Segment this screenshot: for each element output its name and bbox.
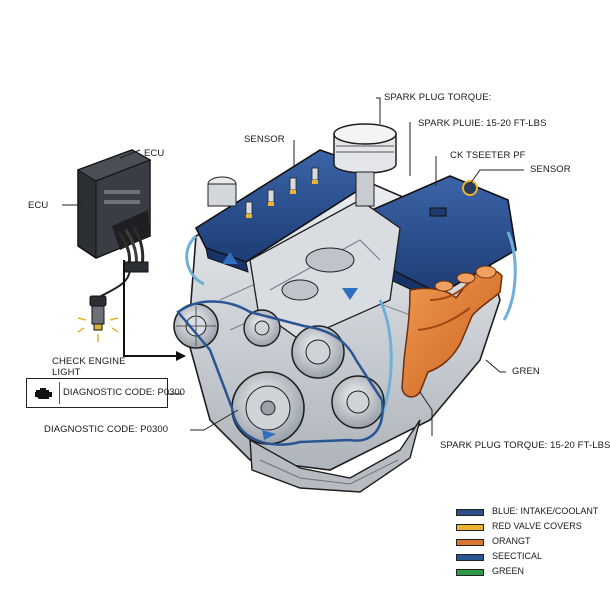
engine-illustration [62,97,524,493]
check-engine-icon [35,388,52,399]
label-green: GREN [512,366,540,377]
color-legend: BLUE: INTAKE/COOLANT RED VALVE COVERS OR… [456,506,599,581]
sensor-bulb-icon [77,295,119,342]
legend-swatch [456,569,484,576]
label-diagnostic-code-lower: DIAGNOSTIC CODE: P0300 [44,424,169,435]
diagnostic-code-text: DIAGNOSTIC CODE: P0300 [63,387,185,398]
code-divider [59,382,60,404]
serpentine-belt [176,300,384,446]
flow-arrows [222,252,358,440]
legend-text: SEECTICAL [492,551,543,561]
legend-swatch [456,554,484,561]
label-spark-plug-torque: SPARK PLUG TORQUE: [384,92,492,103]
label-ck-tseeter: CK TSEETER PF [450,150,526,161]
legend-item: SEECTICAL [456,551,596,566]
exhaust-manifold [401,265,503,398]
ecu-module-icon [76,149,152,273]
breather-tube [207,176,237,207]
legend-item: ORANGT [456,536,596,551]
label-ecu-top: ECU [144,148,165,159]
label-check-engine-light: CHECK ENGINE LIGHT [52,356,126,378]
diagnostic-code-box: DIAGNOSTIC CODE: P0300 [26,378,185,408]
alternator [173,303,219,349]
pulley-power-steering [331,375,385,429]
legend-swatch [456,524,484,531]
legend-text: RED VALVE COVERS [492,521,582,531]
pulley-crank [231,371,305,445]
legend-item: BLUE: INTAKE/COOLANT [456,506,599,521]
label-sensor-right: SENSOR [530,164,571,175]
piston-icon [333,123,397,207]
label-spark-plug-spec: SPARK PLUIE: 15-20 FT-LBS [418,118,547,129]
legend-text: ORANGT [492,536,531,546]
legend-swatch [456,539,484,546]
label-ecu-left: ECU [28,200,49,211]
engine-diagram: SPARK PLUG TORQUE: SPARK PLUIE: 15-20 FT… [26,92,610,581]
legend-swatch [456,509,484,516]
label-spark-plug-torque-bottom: SPARK PLUG TORQUE: 15-20 FT-LBS [440,440,610,451]
leader-lines [168,97,524,436]
pulley-idler [243,309,281,347]
label-sensor-left: SENSOR [244,134,285,145]
legend-text: GREEN [492,566,525,576]
legend-text: BLUE: INTAKE/COOLANT [492,506,599,516]
legend-item: GREEN [456,566,596,581]
pulley-water-pump [291,325,345,379]
legend-item: RED VALVE COVERS [456,521,596,536]
